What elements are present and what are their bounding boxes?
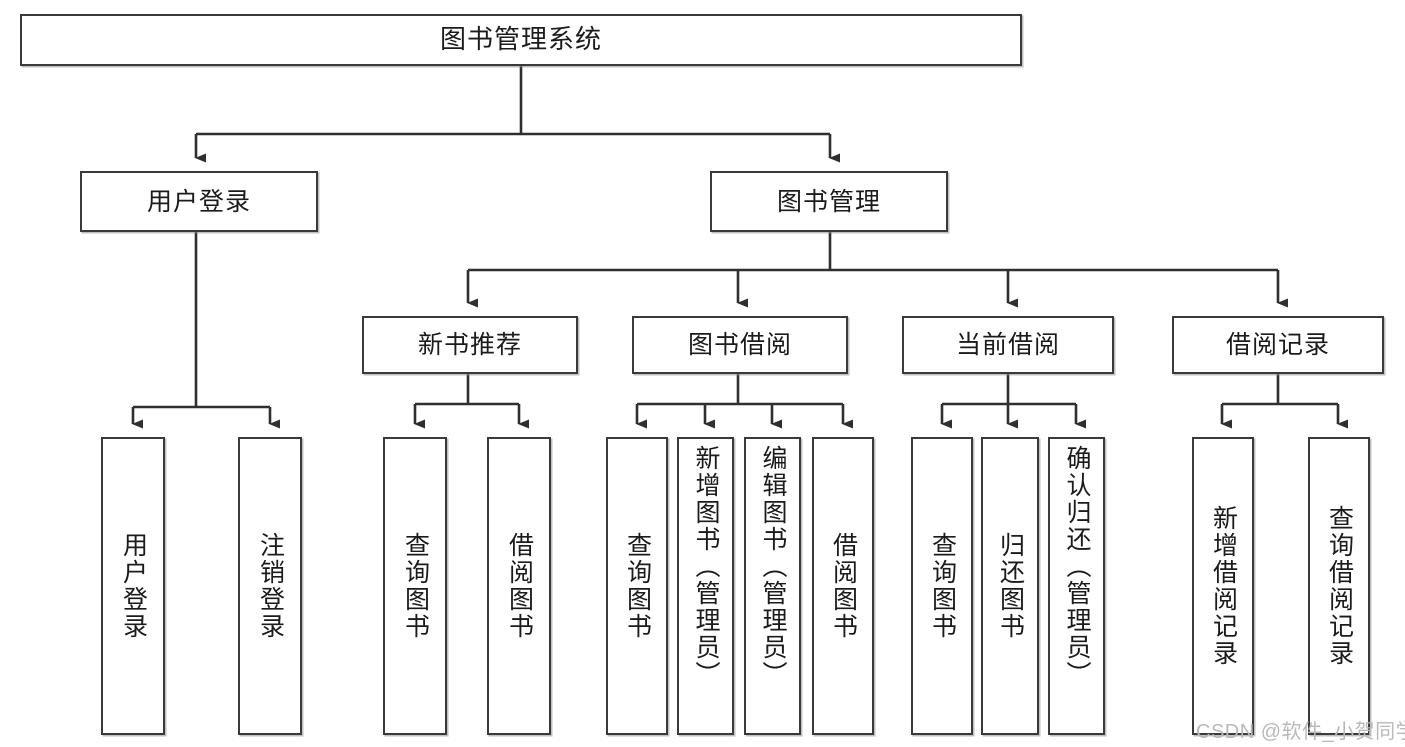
leaf-borrow-record-add[interactable]: 新增借阅记录 [1192, 437, 1254, 735]
leaf-current-borrow-return[interactable]: 归还图书 [981, 437, 1039, 735]
leaf-book-borrow-add[interactable]: 新增图书（管理员） [677, 437, 734, 735]
leaf-label: 借阅图书 [505, 532, 534, 640]
leaf-label: 查询图书 [623, 532, 652, 640]
node-root-label: 图书管理系统 [439, 24, 602, 55]
leaf-label: 用户登录 [119, 532, 148, 640]
node-book-management[interactable]: 图书管理 [710, 171, 948, 232]
leaf-label: 归还图书 [996, 532, 1025, 640]
node-book-borrow[interactable]: 图书借阅 [632, 316, 848, 374]
node-borrow-record-label: 借阅记录 [1225, 331, 1330, 359]
leaf-user-login-signin[interactable]: 用户登录 [101, 437, 165, 735]
node-new-book-recommend[interactable]: 新书推荐 [362, 316, 578, 374]
leaf-label: 查询图书 [928, 532, 957, 640]
leaf-label: 查询借阅记录 [1325, 505, 1354, 667]
leaf-book-borrow-query[interactable]: 查询图书 [606, 437, 668, 735]
leaf-new-book-query[interactable]: 查询图书 [383, 437, 447, 735]
leaf-current-borrow-confirm[interactable]: 确认归还（管理员） [1048, 437, 1105, 735]
leaf-current-borrow-query[interactable]: 查询图书 [911, 437, 973, 735]
node-book-management-label: 图书管理 [776, 187, 881, 216]
node-new-book-recommend-label: 新书推荐 [417, 331, 522, 359]
node-user-login[interactable]: 用户登录 [80, 171, 318, 232]
leaf-label: 确认归还（管理员） [1063, 445, 1091, 688]
leaf-label: 注销登录 [256, 532, 285, 640]
leaf-label: 新增图书（管理员） [692, 445, 720, 688]
leaf-label: 查询图书 [401, 532, 430, 640]
node-current-borrow-label: 当前借阅 [955, 331, 1060, 359]
leaf-label: 编辑图书（管理员） [759, 445, 787, 688]
node-root[interactable]: 图书管理系统 [20, 14, 1022, 66]
leaf-book-borrow-lend[interactable]: 借阅图书 [812, 437, 874, 735]
node-current-borrow[interactable]: 当前借阅 [902, 316, 1114, 374]
leaf-user-login-signout[interactable]: 注销登录 [238, 437, 302, 735]
node-borrow-record[interactable]: 借阅记录 [1172, 316, 1384, 374]
leaf-new-book-borrow[interactable]: 借阅图书 [487, 437, 551, 735]
leaf-label: 借阅图书 [829, 532, 858, 640]
node-user-login-label: 用户登录 [146, 187, 251, 216]
watermark-text: CSDN @软件_小贺同学 [1196, 721, 1405, 743]
node-book-borrow-label: 图书借阅 [687, 331, 792, 359]
leaf-label: 新增借阅记录 [1209, 505, 1238, 667]
leaf-borrow-record-query[interactable]: 查询借阅记录 [1308, 437, 1370, 735]
leaf-book-borrow-edit[interactable]: 编辑图书（管理员） [744, 437, 801, 735]
